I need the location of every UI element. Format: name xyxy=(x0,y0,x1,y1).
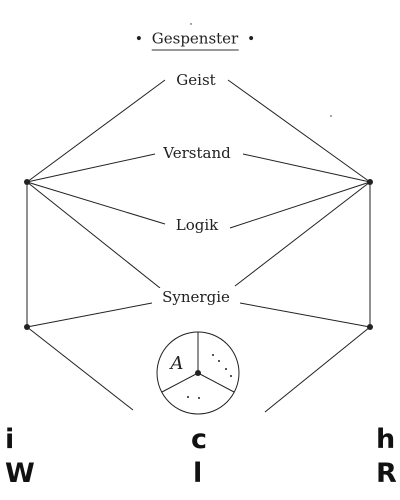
corner-letter-bottom-center: l xyxy=(193,458,203,489)
node-geist: Geist xyxy=(171,71,221,89)
corner-letter-top-center: c xyxy=(191,424,208,455)
node-synergie: Synergie xyxy=(157,288,235,306)
node-dot-bottom-right xyxy=(367,324,373,330)
sector-dot xyxy=(218,360,220,362)
node-dot-top-left xyxy=(24,179,30,185)
node-dot-bottom-left xyxy=(24,324,30,330)
edge-left-verstand xyxy=(26,153,156,183)
stray-dot xyxy=(190,23,192,25)
sector-dot xyxy=(230,375,232,377)
sector-dot xyxy=(225,368,227,370)
edge-right-synergie-upper xyxy=(234,181,371,287)
node-logik: Logik xyxy=(170,216,224,234)
node-dot-top-right xyxy=(367,179,373,185)
edge-left-geist xyxy=(26,79,166,183)
edge-left-leg xyxy=(26,326,134,411)
sector-dot xyxy=(198,397,200,399)
circle-center-dot xyxy=(195,370,201,376)
edge-right-geist xyxy=(227,79,371,183)
corner-letter-bottom-left: W xyxy=(5,458,35,489)
stray-dot xyxy=(330,115,332,117)
edge-right-leg xyxy=(264,326,371,413)
edge-right-logik xyxy=(229,181,371,229)
sector-label: A xyxy=(169,353,184,374)
node-verstand: Verstand xyxy=(158,144,236,162)
corner-letter-top-left: i xyxy=(5,424,15,455)
edge-right-verstand xyxy=(242,153,371,183)
title-text: Gespenster xyxy=(151,30,239,51)
edge-right-synergie-lower xyxy=(239,302,371,328)
sector-dot xyxy=(187,396,189,398)
diagram-title: • Gespenster • xyxy=(134,30,256,51)
edge-left-synergie-lower xyxy=(26,302,153,328)
corner-letter-top-right: h xyxy=(376,424,396,455)
bullet-icon: • xyxy=(247,31,256,48)
corner-letter-bottom-right: R xyxy=(376,458,397,489)
edge-left-synergie-upper xyxy=(26,181,161,289)
circle-divider-right xyxy=(197,372,235,393)
edge-left-logik xyxy=(26,181,166,225)
sector-dot xyxy=(212,354,214,356)
bullet-icon: • xyxy=(134,31,143,48)
circle-divider-left xyxy=(161,372,199,393)
